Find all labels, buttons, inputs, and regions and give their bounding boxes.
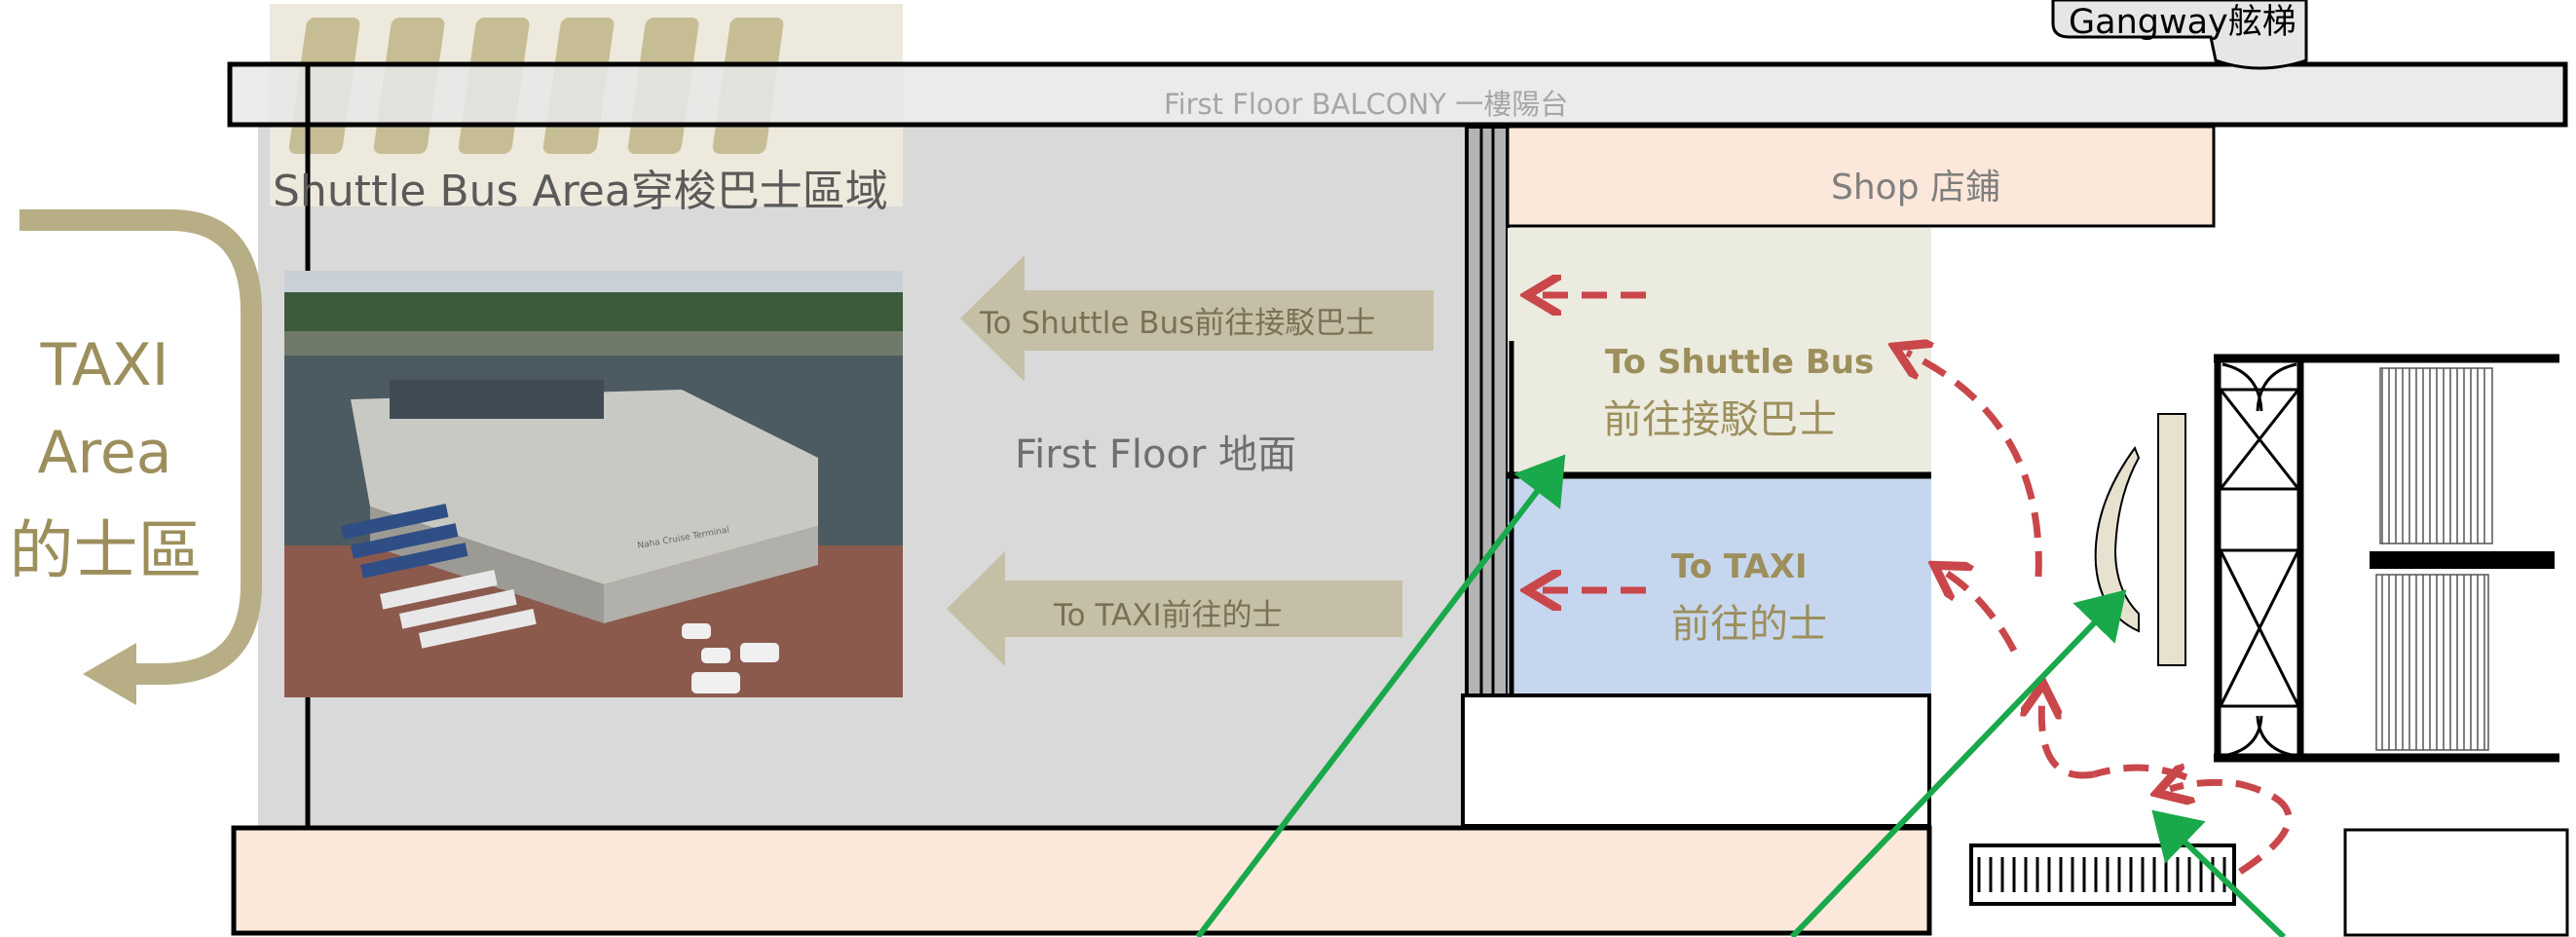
taxi-loop-arrow	[19, 209, 262, 685]
shuttle-room-label-zh: 前往接駁巴士	[1603, 397, 1837, 442]
elevator-shafts	[2219, 362, 2300, 758]
balcony-label: First Floor BALCONY 一樓陽台	[1164, 88, 1569, 121]
green-paths	[1195, 454, 2287, 937]
divider-wall	[1465, 125, 1510, 697]
taxi-room-label-en: To TAXI	[1671, 547, 1808, 586]
taxi-room-label-zh: 前往的士	[1671, 602, 1827, 647]
bottom-strip	[231, 825, 1932, 936]
terminal-photo: Naha Cruise Terminal	[284, 271, 903, 697]
gangway-label: Gangway舷梯	[2069, 3, 2296, 42]
arrow-shuttle-label: To Shuttle Bus前往接駁巴士	[980, 306, 1376, 341]
door-panel	[2157, 413, 2186, 666]
shuttle-bus-area-label: Shuttle Bus Area穿梭巴士區域	[273, 167, 888, 216]
lower-room	[1461, 693, 1931, 828]
taxi-area-label-zh: 的士區	[9, 513, 203, 588]
gangway	[2051, 0, 2308, 70]
shuttle-bus-room	[1508, 228, 1931, 475]
shuttle-room-label-en: To Shuttle Bus	[1605, 343, 1875, 382]
first-floor-label: First Floor 地面	[1015, 432, 1297, 477]
shop	[1506, 125, 2216, 228]
arrow-to-shuttle-bus	[960, 255, 1434, 382]
arrow-taxi-label: To TAXI前往的士	[1054, 598, 1283, 633]
arrow-to-taxi	[947, 551, 1402, 666]
taxi-room	[1508, 475, 1931, 693]
red-dashed-arrows	[1541, 295, 2293, 875]
shop-label: Shop 店鋪	[1831, 168, 2000, 207]
taxi-area-label-en: TAXI	[40, 331, 169, 399]
curved-door	[2094, 445, 2141, 633]
taxi-area-label-en-2: Area	[37, 419, 172, 487]
balcony	[227, 61, 2568, 128]
